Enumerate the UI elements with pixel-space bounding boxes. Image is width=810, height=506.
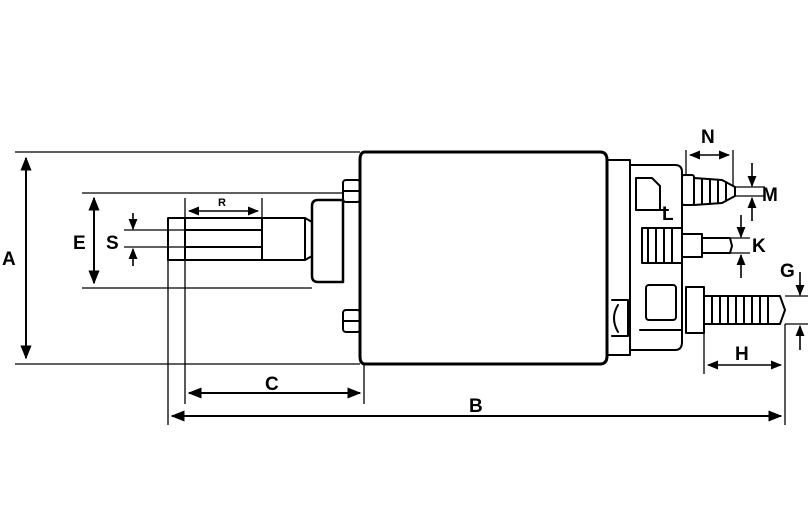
dimension-lines [15, 150, 808, 425]
dimension-labels: A E S R C B N M L K G H [2, 127, 795, 417]
label-l: L [662, 204, 674, 225]
solenoid-body [358, 150, 609, 366]
label-b: B [469, 396, 483, 417]
label-c: C [265, 374, 279, 395]
plunger-rod [167, 217, 313, 261]
label-a: A [2, 249, 16, 270]
terminal-m [681, 174, 736, 206]
label-n: N [701, 127, 715, 148]
lower-mount-stud [342, 309, 361, 333]
label-s: S [106, 233, 119, 254]
label-r: R [218, 197, 226, 209]
terminal-k [641, 227, 733, 264]
label-h: H [735, 344, 749, 365]
label-k: K [752, 236, 766, 257]
label-g: G [780, 261, 795, 282]
terminal-main [645, 284, 786, 334]
upper-mount-stud [342, 179, 361, 203]
plunger-boot [310, 198, 345, 284]
terminal-cap [606, 159, 683, 356]
label-e: E [73, 233, 86, 254]
label-m: M [762, 185, 778, 206]
